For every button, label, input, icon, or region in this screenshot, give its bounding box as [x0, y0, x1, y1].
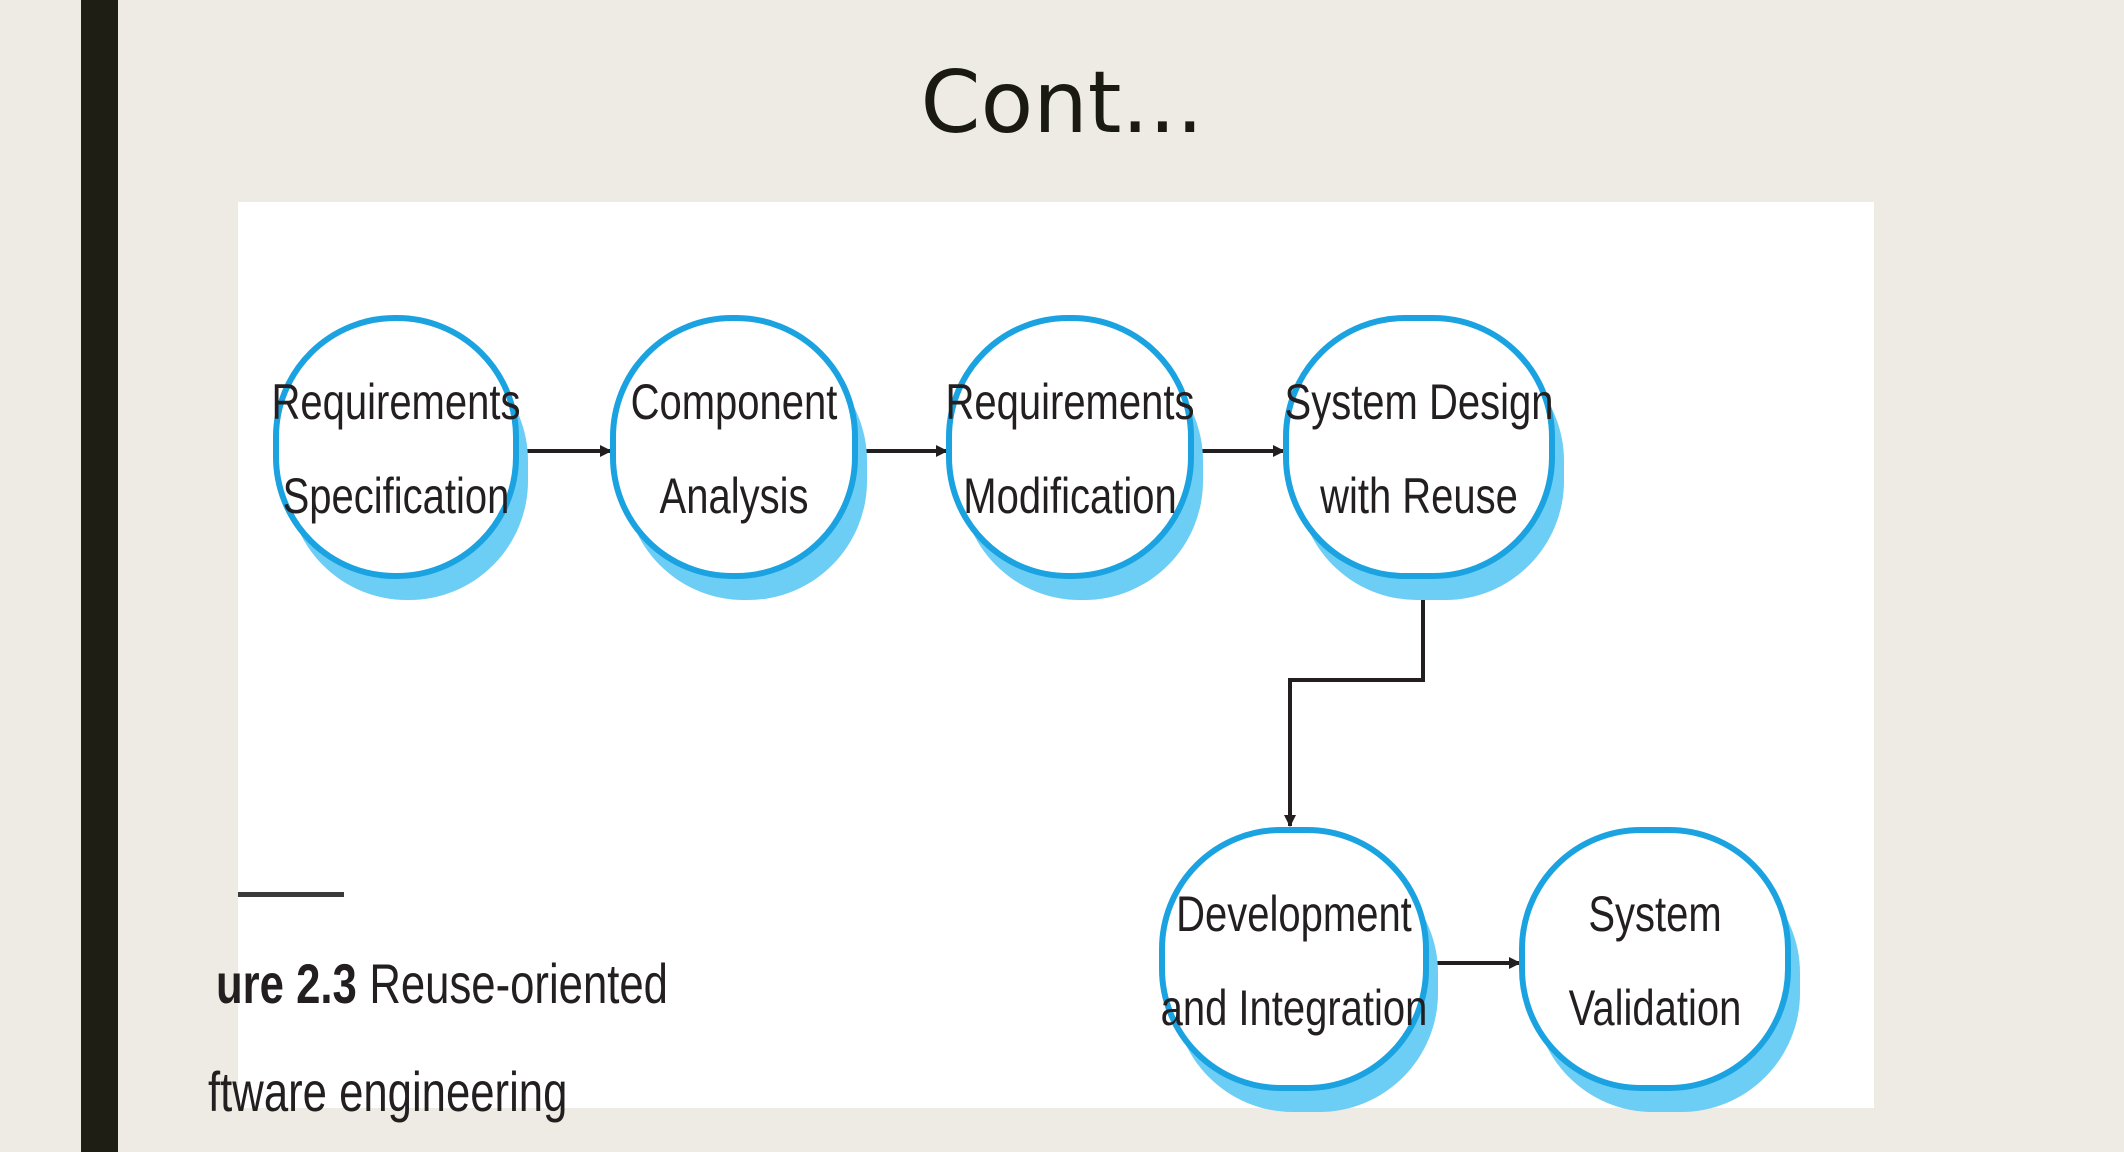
node-label-line: Modification [963, 468, 1176, 524]
node-box [1519, 827, 1791, 1091]
slide-title: Cont... [920, 53, 1204, 153]
node-label-line: Specification [283, 468, 510, 524]
node-box [273, 315, 519, 579]
node-label-line: Analysis [660, 468, 809, 524]
figure-number: ure 2.3 [216, 952, 357, 1015]
node-label-line: and Integration [1161, 980, 1428, 1036]
node-label-line: Validation [1569, 980, 1742, 1036]
node-label-line: System [1588, 886, 1721, 942]
node-box [1159, 827, 1429, 1091]
node-box [1283, 315, 1555, 579]
node-label-line: with Reuse [1319, 468, 1518, 524]
caption-rule [238, 892, 344, 897]
figure-caption-line2: ftware engineering [208, 1060, 568, 1123]
flow-arrow-sys-design-to-dev-int [1284, 578, 1425, 827]
node-label-line: Development [1176, 886, 1412, 942]
node-box [946, 315, 1194, 579]
node-label-line: Requirements [272, 374, 521, 430]
process-node-dev-int: Development and Integration [1159, 827, 1438, 1112]
node-label-line: System Design [1285, 374, 1554, 430]
figure-caption-line1: Reuse-oriented [369, 952, 668, 1015]
node-label-line: Requirements [946, 374, 1195, 430]
node-label-line: Component [631, 374, 838, 430]
process-node-sys-design: System Design with Reuse [1283, 315, 1564, 600]
left-accent-bar [81, 0, 118, 1152]
node-box [610, 315, 858, 579]
